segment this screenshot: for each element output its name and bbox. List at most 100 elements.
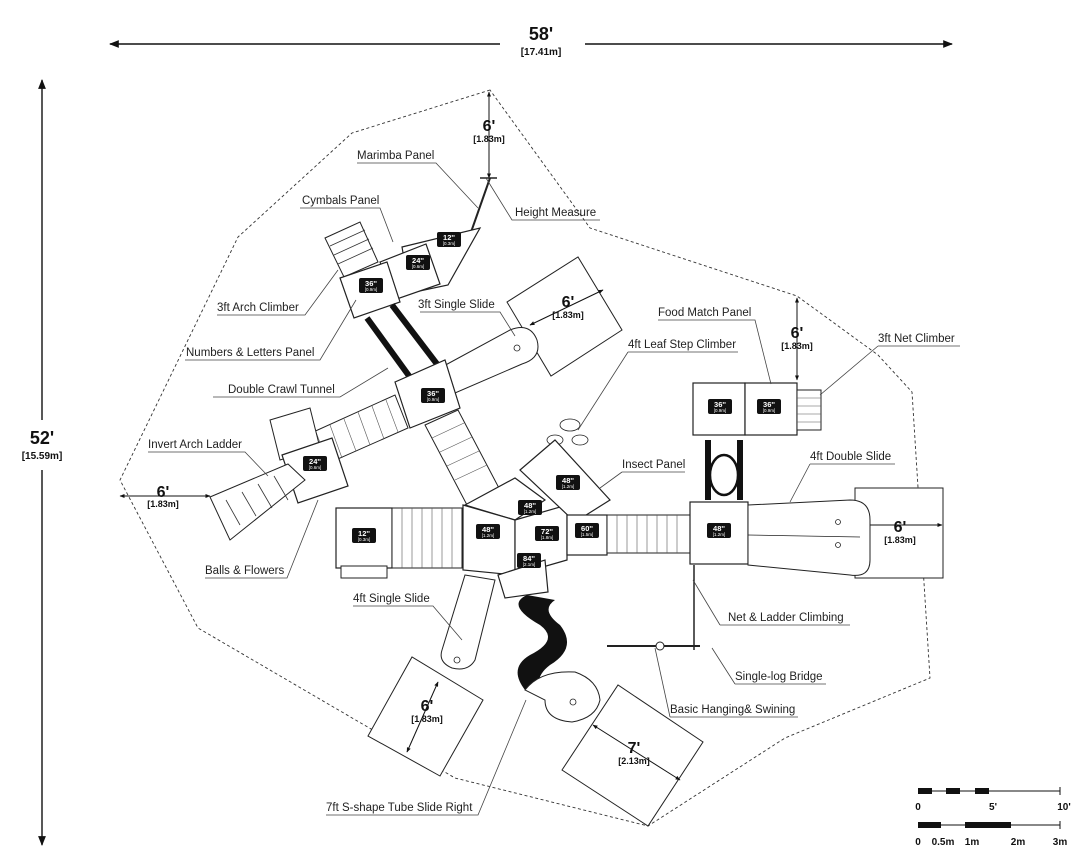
clearance-tube-slide-ft: 7' — [628, 740, 641, 757]
label-leaf-step-climber: 4ft Leaf Step Climber — [628, 339, 736, 351]
deck-tag-metric: [1.2m] — [713, 532, 726, 537]
scale-ft-tick: 10' — [1057, 802, 1071, 813]
deck-tag: 36'' [0.9m] — [421, 388, 445, 403]
clearance-top-ft: 6' — [483, 118, 496, 135]
deck-tag: 48'' [1.2m] — [556, 475, 580, 490]
tube-slide-7ft — [517, 595, 601, 723]
deck-tag-height: 12'' — [443, 233, 455, 242]
deck-tag-metric: [2.1m] — [523, 562, 536, 567]
deck-tag-height: 48'' — [713, 524, 725, 533]
deck-tag-metric: [0.9m] — [714, 408, 727, 413]
safety-zone-outline — [119, 89, 931, 827]
deck-tags: 12'' [0.3m] 24'' [0.6m] 36'' [0.9m] 36''… — [303, 232, 781, 568]
overall-depth-dimension: 52' [15.59m] — [22, 79, 63, 846]
deck-tag-metric: [0.6m] — [309, 465, 322, 470]
label-food-match-panel: Food Match Panel — [658, 307, 751, 319]
label-net-climber: 3ft Net Climber — [878, 333, 955, 345]
clearance-slide4-m: [1.83m] — [411, 714, 443, 724]
deck-tag-height: 84'' — [523, 554, 535, 563]
scale-m-tick: 2m — [1011, 837, 1026, 848]
leaf-step-climber — [546, 418, 589, 446]
label-net-ladder-climbing: Net & Ladder Climbing — [728, 612, 844, 624]
deck-tag-height: 12'' — [358, 529, 370, 538]
clearance-tube-slide-m: [2.13m] — [618, 756, 650, 766]
deck-tag-metric: [0.9m] — [427, 397, 440, 402]
label-tube-slide-7ft: 7ft S-shape Tube Slide Right — [326, 802, 473, 814]
label-single-log-bridge: Single-log Bridge — [735, 671, 823, 683]
label-numbers-letters-panel: Numbers & Letters Panel — [186, 347, 314, 359]
callout-labels: Marimba Panel Height Measure Cymbals Pan… — [148, 150, 955, 814]
label-double-slide-4ft: 4ft Double Slide — [810, 451, 891, 463]
deck-tag-height: 48'' — [562, 476, 574, 485]
deck-tag-metric: [0.6m] — [412, 264, 425, 269]
deck-tag: 24'' [0.6m] — [303, 456, 327, 471]
label-invert-arch-ladder: Invert Arch Ladder — [148, 439, 242, 451]
deck-tag-metric: [0.3m] — [443, 241, 456, 246]
deck-tag-height: 36'' — [763, 400, 775, 409]
label-arch-climber: 3ft Arch Climber — [217, 302, 299, 314]
deck-tag-height: 36'' — [365, 279, 377, 288]
double-slide-4ft — [747, 499, 871, 576]
label-double-crawl-tunnel: Double Crawl Tunnel — [228, 384, 335, 396]
deck-tag: 24'' [0.6m] — [406, 255, 430, 270]
slide-3ft — [439, 327, 539, 394]
label-single-slide-3ft: 3ft Single Slide — [418, 299, 495, 311]
deck-tag: 12'' [0.3m] — [437, 232, 461, 247]
deck-tag-height: 36'' — [714, 400, 726, 409]
label-height-measure: Height Measure — [515, 207, 596, 219]
deck-tag-height: 24'' — [412, 256, 424, 265]
clearance-slide3-ft: 6' — [562, 294, 575, 311]
deck-tag-height: 72'' — [541, 527, 553, 536]
overall-width-dimension: 58' [17.41m] — [109, 24, 953, 58]
clearance-top-m: [1.83m] — [473, 134, 505, 144]
scale-m-tick: 0.5m — [932, 837, 955, 848]
scale-m-tick: 3m — [1053, 837, 1068, 848]
deck-tag: 72'' [1.8m] — [535, 526, 559, 541]
scale-m-tick: 0 — [915, 837, 921, 848]
clearance-right-m: [1.83m] — [781, 341, 813, 351]
deck-tag-height: 60'' — [581, 524, 593, 533]
deck-tag-height: 48'' — [482, 525, 494, 534]
label-marimba-panel: Marimba Panel — [357, 150, 434, 162]
overall-depth-m: [15.59m] — [22, 451, 63, 462]
bridge-center-right — [606, 514, 693, 554]
invert-arch-ladder — [209, 463, 306, 541]
deck-tag: 48'' [1.2m] — [518, 500, 542, 515]
deck-tag-metric: [0.9m] — [365, 287, 378, 292]
tunnel-lower-left — [391, 507, 463, 569]
clearance-left-m: [1.83m] — [147, 499, 179, 509]
deck-tag: 12'' [0.3m] — [352, 528, 376, 543]
deck-tag-height: 36'' — [427, 389, 439, 398]
deck-tag-metric: [1.2m] — [482, 533, 495, 538]
deck-tag: 84'' [2.1m] — [517, 553, 541, 568]
clearance-double-slide-ft: 6' — [894, 519, 907, 536]
height-measure-pole — [469, 177, 491, 236]
crawl-tunnel-center — [424, 409, 501, 506]
slide-4ft-single — [440, 574, 496, 670]
deck-tag-metric: [1.8m] — [541, 535, 554, 540]
label-cymbals-panel: Cymbals Panel — [302, 195, 379, 207]
deck-tag: 36'' [0.9m] — [757, 399, 781, 414]
clearance-box-4ft-single-slide — [367, 656, 484, 777]
clearance-double-slide-m: [1.83m] — [884, 535, 916, 545]
deck-tag: 48'' [1.2m] — [707, 523, 731, 538]
scale-bar-meters: 0 0.5m 1m 2m 3m — [915, 821, 1067, 848]
deck-tag-height: 24'' — [309, 457, 321, 466]
label-balls-flowers: Balls & Flowers — [205, 565, 284, 577]
equipment-drawing — [209, 177, 871, 723]
deck-tag-metric: [1.5m] — [581, 532, 594, 537]
scale-ft-tick: 5' — [989, 802, 997, 813]
net-climber-3ft — [796, 389, 822, 431]
arch-climber-3ft — [324, 221, 379, 278]
clearance-right-ft: 6' — [791, 325, 804, 342]
deck-36-food-a — [692, 382, 746, 436]
deck-tag-metric: [0.9m] — [763, 408, 776, 413]
clearance-left-ft: 6' — [157, 484, 170, 501]
scale-bar-feet: 0 5' 10' — [915, 787, 1071, 813]
deck-tag-height: 48'' — [524, 501, 536, 510]
deck-tag-metric: [0.3m] — [358, 537, 371, 542]
deck-tag-metric: [1.2m] — [524, 509, 537, 514]
deck-tag: 60'' [1.5m] — [575, 523, 599, 538]
deck-tag-metric: [1.2m] — [562, 484, 575, 489]
